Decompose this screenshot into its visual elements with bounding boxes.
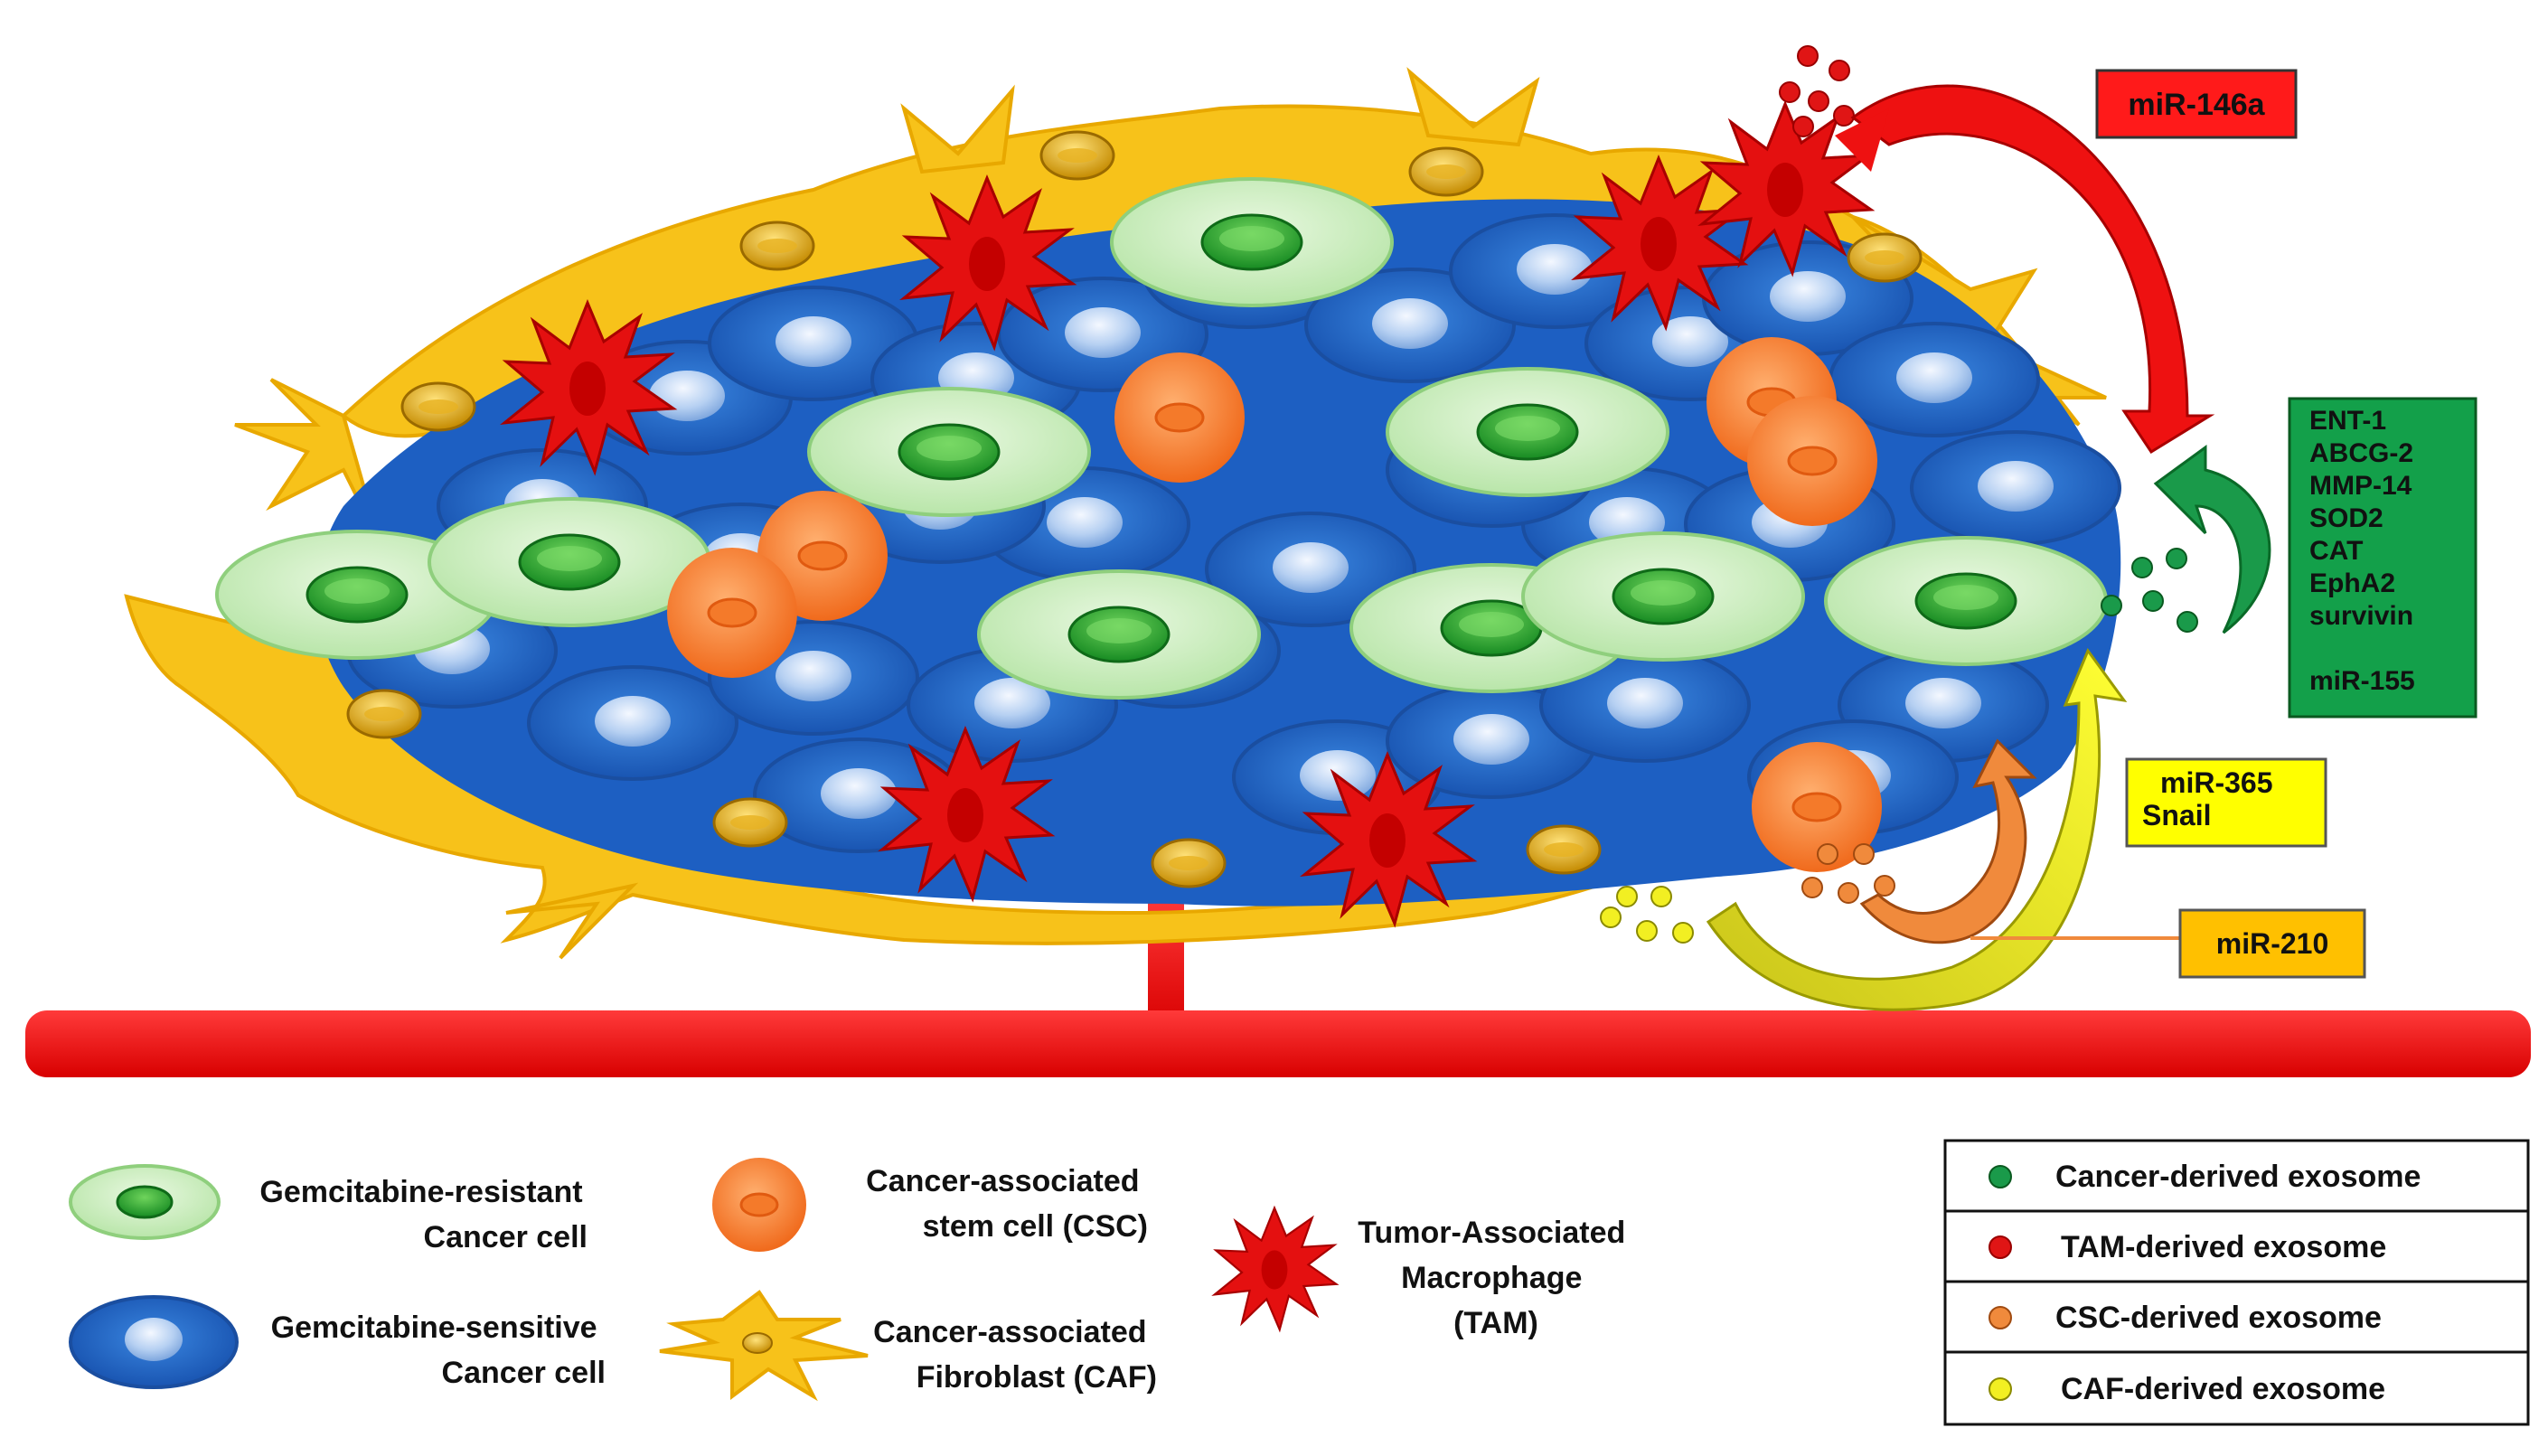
svg-text:miR-365 Snail: miR-365 Snail	[2142, 766, 2280, 831]
legend-gem-resistant-line1: Gemcitabine-resistant	[259, 1175, 582, 1209]
legend-caf-exosome-dot	[1989, 1377, 2012, 1401]
legend-gem-resistant-line2: Cancer cell	[424, 1220, 588, 1254]
legend-tam-line2: Macrophage	[1401, 1261, 1582, 1295]
legend-cancer-exosome-dot	[1989, 1165, 2012, 1188]
legend-tam-exosome-dot	[1989, 1235, 2012, 1259]
green-box-line-9: miR-155	[2309, 666, 2415, 696]
svg-text:Cancer-associated Fibr: Cancer-associated Fibroblast (CAF)	[873, 1315, 1157, 1395]
mir210-box: miR-210	[2178, 908, 2366, 979]
legend-csc-line1: Cancer-associated	[866, 1164, 1139, 1198]
legend-csc-exosome-dot	[1989, 1306, 2012, 1329]
legend-gem-sensitive: Gemcitabine-sensitive Cancer cell	[69, 1295, 606, 1390]
legend-cancer-exosome-label: Cancer-derived exosome	[2055, 1160, 2421, 1194]
mir146a-box: miR-146a	[2095, 69, 2298, 139]
cancer-exosomes	[2101, 548, 2198, 633]
legend-caf-line2: Fibroblast (CAF)	[917, 1360, 1157, 1395]
green-box-line-3: MMP-14	[2309, 471, 2412, 501]
legend-gem-sensitive-line2: Cancer cell	[442, 1356, 606, 1390]
tam-to-tumor-arrow	[1835, 84, 2215, 455]
caf-exosomes	[1600, 886, 1694, 944]
legend-csc-line2: stem cell (CSC)	[923, 1209, 1148, 1244]
legend-tam-line3: (TAM)	[1453, 1306, 1538, 1340]
snail-label: Snail	[2142, 799, 2211, 831]
legend-caf: Cancer-associated Fibroblast (CAF)	[659, 1290, 1157, 1402]
svg-text:Tumor-Associated Macro: Tumor-Associated Macrophage (TAM)	[1358, 1216, 1633, 1340]
legend-gem-sensitive-line1: Gemcitabine-sensitive	[271, 1310, 597, 1345]
legend-csc: Cancer-associated stem cell (CSC)	[712, 1158, 1148, 1252]
mir146a-label: miR-146a	[2128, 88, 2265, 122]
legend-gem-resistant: Gemcitabine-resistant Cancer cell	[69, 1164, 591, 1254]
legend-csc-exosome-label: CSC-derived exosome	[2055, 1301, 2382, 1335]
cancer-exosome-return-arrow	[2153, 445, 2271, 634]
mir365-label: miR-365	[2160, 766, 2273, 799]
green-factor-box: ENT-1 ABCG-2 MMP-14 SOD2 CAT EphA2 survi…	[2288, 397, 2477, 719]
green-box-line-7: survivin	[2309, 601, 2413, 631]
svg-text:Gemcitabine-resistant: Gemcitabine-resistant Cancer cell	[259, 1175, 591, 1254]
svg-text:Cancer-associated stem: Cancer-associated stem cell (CSC)	[866, 1164, 1148, 1244]
mir365-box: miR-365 Snail	[2125, 757, 2327, 848]
caf-exosome-arrow	[1706, 647, 2128, 1011]
legend-caf-exosome-label: CAF-derived exosome	[2061, 1372, 2385, 1406]
csc-exosomes	[1801, 843, 1895, 904]
green-box-line-1: ENT-1	[2309, 406, 2386, 436]
green-box-line-6: EphA2	[2309, 568, 2395, 598]
green-box-line-2: ABCG-2	[2309, 438, 2413, 468]
tam-exosomes	[1779, 45, 1855, 137]
svg-text:Gemcitabine-sensitive: Gemcitabine-sensitive Cancer cell	[271, 1310, 606, 1390]
exosome-legend-table: Cancer-derived exosome TAM-derived exoso…	[1943, 1139, 2530, 1426]
legend-tam: Tumor-Associated Macrophage (TAM)	[1213, 1207, 1633, 1340]
legend: Gemcitabine-resistant Cancer cell Gemcit…	[69, 1139, 2530, 1426]
legend-tam-line1: Tumor-Associated	[1358, 1216, 1625, 1250]
legend-caf-line1: Cancer-associated	[873, 1315, 1146, 1349]
green-box-line-4: SOD2	[2309, 503, 2383, 533]
green-box-line-5: CAT	[2309, 536, 2363, 566]
legend-tam-exosome-label: TAM-derived exosome	[2061, 1230, 2386, 1264]
csc-exosome-arrow	[1859, 738, 2037, 944]
green-box-text: ENT-1 ABCG-2 MMP-14 SOD2 CAT EphA2 survi…	[2309, 406, 2421, 696]
mir210-label: miR-210	[2216, 927, 2329, 960]
